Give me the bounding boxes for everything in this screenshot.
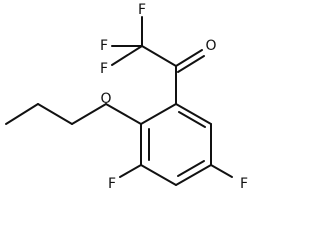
ring-bond-bottom-left <box>140 164 177 186</box>
atom-label-carbonyl-oxygen: O <box>205 38 216 54</box>
bond-group <box>5 16 233 186</box>
atom-label-fluorine-left-lower: F <box>100 61 108 77</box>
atom-label-fluorine-top: F <box>138 2 146 18</box>
atom-label-ether-oxygen: O <box>100 91 111 107</box>
bond-chain-middle <box>37 103 73 125</box>
bond-ring-to-fluorine-left <box>119 164 142 178</box>
chemical-structure-diagram: F F F O O F F <box>5 2 248 192</box>
bond-carbonyl-oxygen-2 <box>177 55 205 73</box>
ring-inner-double-bottom <box>177 160 205 177</box>
bond-cf3-to-f-left-lower <box>111 45 143 66</box>
ring-bond-bottom-right <box>175 164 212 186</box>
chemical-structure-canvas: F F F O O F F <box>5 2 249 192</box>
ring-bond-top-right <box>175 103 212 125</box>
atom-label-fluorine-left-upper: F <box>100 38 108 54</box>
bond-chain-end <box>5 103 39 125</box>
bond-ring-to-fluorine-right <box>210 164 233 178</box>
atom-label-fluorine-bottom-right: F <box>240 176 248 192</box>
bond-ether-oxygen-to-chain <box>71 103 107 125</box>
atom-label-group: F F F O O F F <box>100 2 248 192</box>
bond-cf3-to-carbonyl <box>141 45 177 67</box>
bond-ring-to-ether-oxygen <box>105 103 142 125</box>
bond-carbonyl-oxygen-1 <box>175 49 203 67</box>
ring-bond-top-left <box>140 103 177 125</box>
atom-label-fluorine-bottom-left: F <box>108 176 116 192</box>
ring-inner-double-top-right <box>178 111 206 128</box>
